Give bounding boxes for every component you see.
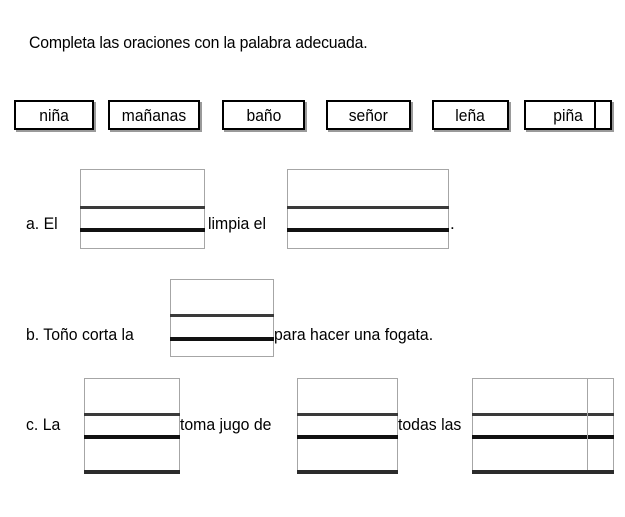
answer-blank-box[interactable] (287, 169, 449, 249)
word-bank-label: mañanas (121, 105, 187, 125)
rule-midline (80, 206, 205, 209)
answer-blank-box[interactable] (80, 169, 205, 249)
rule-baseline (170, 337, 274, 341)
answer-blank-box[interactable] (297, 378, 398, 474)
rule-baseline (287, 228, 449, 232)
answer-blank-box[interactable] (472, 378, 614, 474)
word-bank-chip[interactable]: señor (326, 100, 411, 130)
rule-bottomline (297, 470, 398, 474)
rule-midline (84, 413, 180, 416)
rule-baseline (84, 435, 180, 439)
rule-midline (472, 413, 614, 416)
rule-midline (287, 206, 449, 209)
chip-divider (594, 102, 596, 128)
sentence-text: todas las (398, 415, 462, 434)
rule-baseline (80, 228, 205, 232)
word-bank-chip[interactable]: leña (432, 100, 509, 130)
sentence-period: . (450, 214, 455, 233)
rule-baseline (297, 435, 398, 439)
answer-blank-box[interactable] (170, 279, 274, 357)
rule-midline (297, 413, 398, 416)
word-bank-label: piña (553, 105, 583, 125)
word-bank-label: baño (246, 105, 281, 125)
worksheet-instruction: Completa las oraciones con la palabra ad… (29, 33, 368, 52)
word-bank-chip[interactable]: niña (14, 100, 94, 130)
rule-bottomline (84, 470, 180, 474)
word-bank-label: leña (455, 105, 486, 125)
sentence-text: toma jugo de (180, 415, 272, 434)
rule-bottomline (472, 470, 614, 474)
word-bank-label: señor (348, 105, 389, 125)
sentence-text: limpia el (208, 214, 266, 233)
blank-cell-divider (587, 379, 588, 470)
word-bank-chip[interactable]: baño (222, 100, 305, 130)
rule-midline (170, 314, 274, 317)
word-bank: niña mañanas baño señor leña piña (0, 100, 625, 136)
sentence-text: b. Toño corta la (26, 325, 134, 344)
word-bank-chip[interactable]: mañanas (108, 100, 200, 130)
rule-baseline (472, 435, 614, 439)
sentence-text: para hacer una fogata. (274, 325, 434, 344)
answer-blank-box[interactable] (84, 378, 180, 474)
sentence-text: a. El (26, 214, 58, 233)
sentence-text: c. La (26, 415, 61, 434)
word-bank-chip[interactable]: piña (524, 100, 612, 130)
word-bank-label: niña (39, 105, 69, 125)
